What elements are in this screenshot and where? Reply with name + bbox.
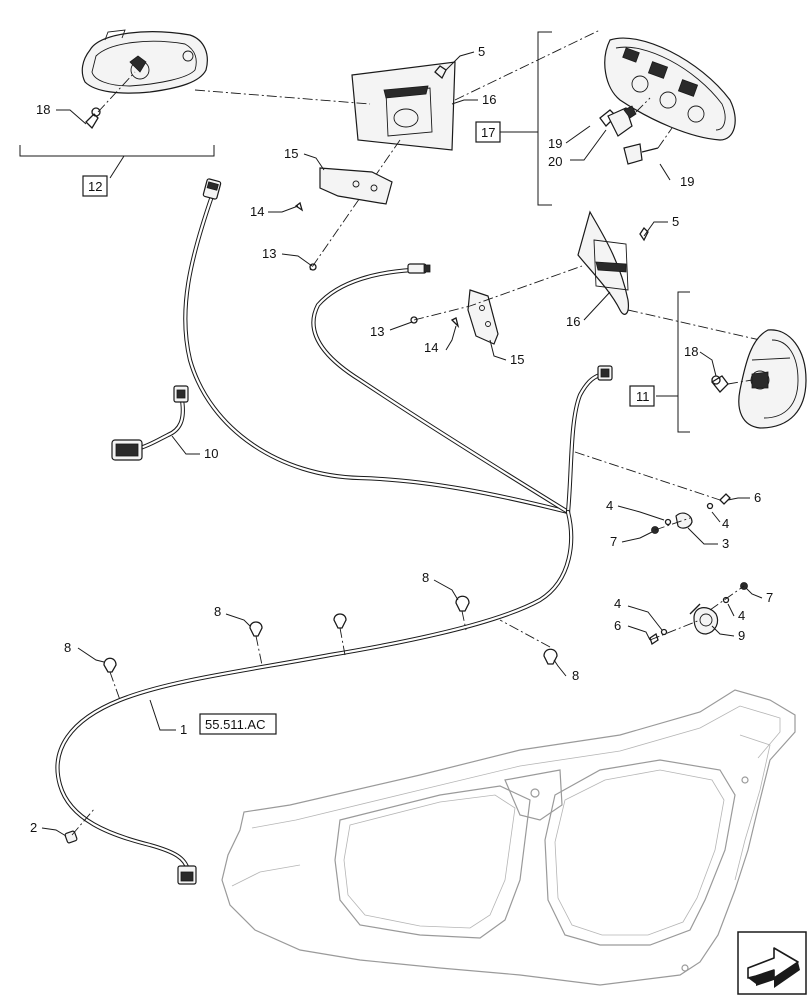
harness-connector-top xyxy=(202,178,222,200)
boxed-label-12-text: 12 xyxy=(88,179,102,194)
callout-6-a: 6 xyxy=(754,490,761,505)
mount-16-right xyxy=(577,210,629,315)
callout-8-left: 8 xyxy=(64,640,71,655)
callout-19-right: 19 xyxy=(680,174,694,189)
harness-connector-bottom xyxy=(177,865,197,885)
bulb-18-top xyxy=(85,107,101,130)
next-page-arrow-icon[interactable] xyxy=(737,931,807,995)
callout-3: 3 xyxy=(722,536,729,551)
horn-bracket-3 xyxy=(675,512,693,529)
callout-15-right: 15 xyxy=(510,352,524,367)
callout-16-top: 16 xyxy=(482,92,496,107)
reference-55-511-ac[interactable]: 55.511.AC xyxy=(199,713,277,735)
callout-1: 1 xyxy=(180,722,187,737)
plate-15-right xyxy=(467,289,499,345)
callout-13-top: 13 xyxy=(262,246,276,261)
callout-14-top: 14 xyxy=(250,204,264,219)
clip-8-left xyxy=(103,657,117,673)
leaders xyxy=(41,51,763,837)
callout-18-right: 18 xyxy=(684,344,698,359)
hood-outline xyxy=(221,689,796,986)
callout-5-right: 5 xyxy=(672,214,679,229)
callout-4-c: 4 xyxy=(614,596,621,611)
callout-19-left: 19 xyxy=(548,136,562,151)
callout-8-mid3: 8 xyxy=(422,570,429,585)
nut-13-right xyxy=(410,316,418,324)
callout-4-b: 4 xyxy=(722,516,729,531)
boxed-label-17[interactable]: 17 xyxy=(475,121,501,143)
harness-connector-right xyxy=(597,365,613,381)
callout-9: 9 xyxy=(738,628,745,643)
clip-8-right xyxy=(543,648,558,665)
bulb-18-right xyxy=(711,375,729,393)
screw-14-top xyxy=(294,201,304,212)
washer-4-d xyxy=(722,596,730,604)
callout-16-right: 16 xyxy=(566,314,580,329)
callout-15-top: 15 xyxy=(284,146,298,161)
boxed-label-12[interactable]: 12 xyxy=(82,175,108,197)
harness-connector-middle xyxy=(407,263,431,274)
callout-2: 2 xyxy=(30,820,37,835)
bolt-6-b xyxy=(649,632,659,646)
screw-14-right xyxy=(450,317,460,329)
callout-5-top: 5 xyxy=(478,44,485,59)
washer-4-a xyxy=(664,518,672,526)
washer-4-b xyxy=(706,502,714,510)
clip-5-right xyxy=(639,226,649,242)
callout-6-b: 6 xyxy=(614,618,621,633)
reference-55-511-ac-text: 55.511.AC xyxy=(205,717,265,732)
clip-8-mid2 xyxy=(333,613,347,629)
callout-18-top: 18 xyxy=(36,102,50,117)
bolt-6-a xyxy=(719,493,731,505)
headlamp-11 xyxy=(738,329,807,429)
callout-labels: 18 5 16 15 14 13 19 20 19 5 16 13 14 15 … xyxy=(30,44,773,835)
boxed-label-11-text: 11 xyxy=(636,389,650,404)
mount-16-top xyxy=(351,61,456,151)
boxed-label-11[interactable]: 11 xyxy=(629,385,655,407)
bulb-19-right xyxy=(623,143,659,165)
socket-20 xyxy=(607,105,637,137)
main-harness xyxy=(55,193,606,873)
headlamp-12 xyxy=(81,29,208,94)
callout-13-right: 13 xyxy=(370,324,384,339)
horn-9 xyxy=(689,603,719,635)
callout-8-right: 8 xyxy=(572,668,579,683)
nut-13-top xyxy=(309,263,317,271)
callout-4-a: 4 xyxy=(606,498,613,513)
callout-10: 10 xyxy=(204,446,218,461)
callout-7-a: 7 xyxy=(610,534,617,549)
part-2-plug xyxy=(64,830,78,844)
plate-15-top xyxy=(319,167,393,205)
clip-8-mid1 xyxy=(249,621,263,637)
headlamp-17 xyxy=(604,37,736,141)
boxed-label-17-text: 17 xyxy=(481,125,495,140)
callout-7-b: 7 xyxy=(766,590,773,605)
clip-8-mid3 xyxy=(455,595,470,612)
washer-4-c xyxy=(660,628,668,636)
callout-20: 20 xyxy=(548,154,562,169)
callout-4-d: 4 xyxy=(738,608,745,623)
callout-8-mid1: 8 xyxy=(214,604,221,619)
sub-harness-10 xyxy=(111,385,189,461)
callout-14-right: 14 xyxy=(424,340,438,355)
